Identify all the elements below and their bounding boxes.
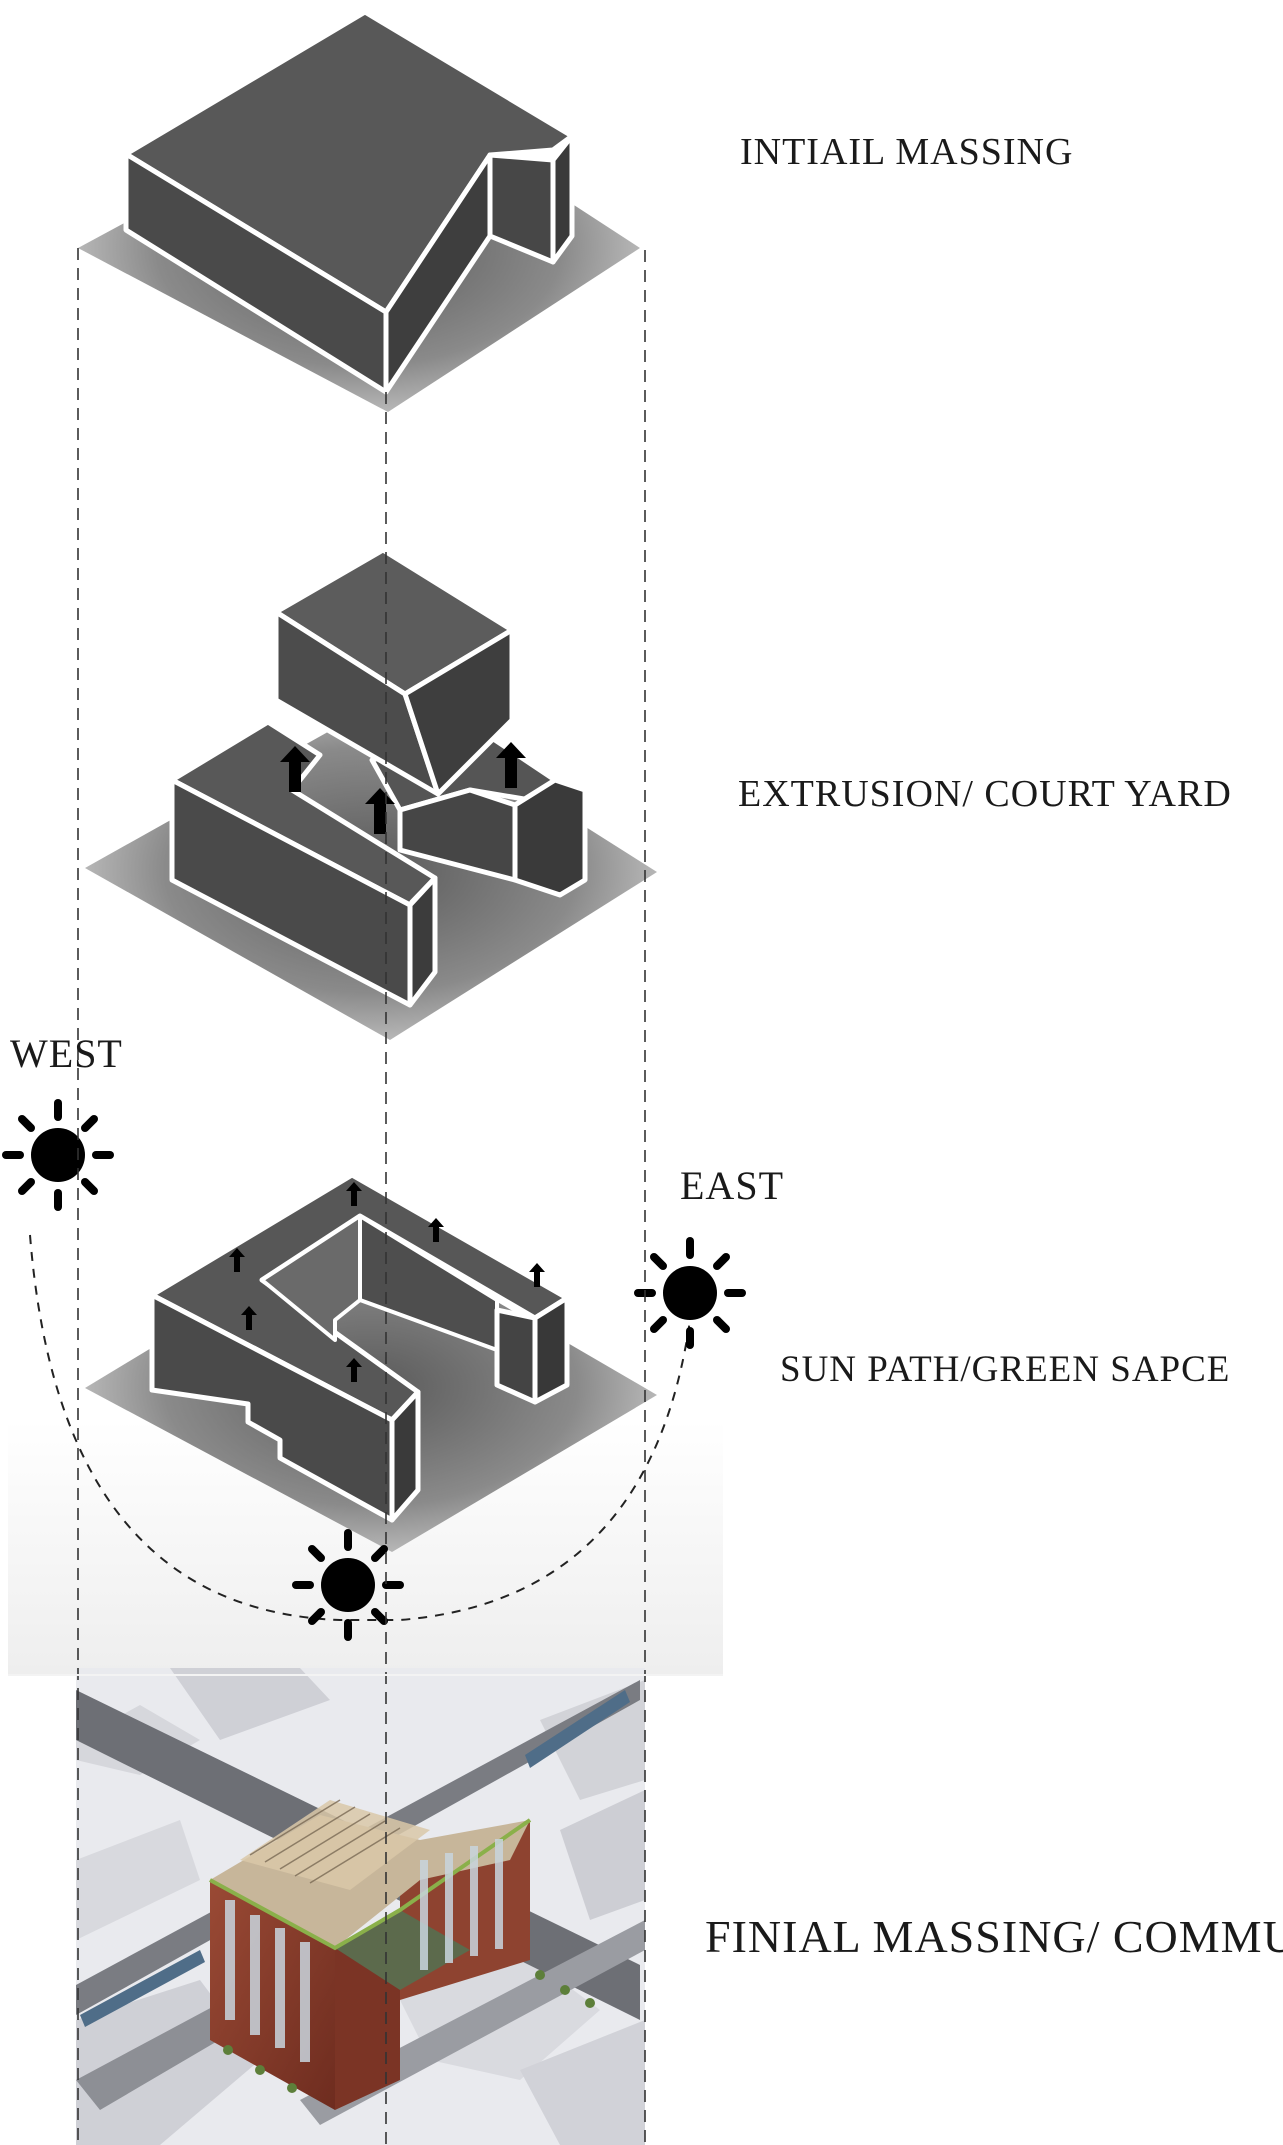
upper-box-right <box>402 627 515 797</box>
city-block <box>76 1820 200 1940</box>
label-initial-massing: INTIAIL MASSING <box>740 131 1074 173</box>
up-arrow-icon <box>346 1182 362 1206</box>
initial-massing-block <box>78 9 640 412</box>
sun-path-block <box>85 1172 657 1552</box>
up-arrow-icon <box>241 1306 257 1330</box>
up-arrow-icon <box>365 788 395 834</box>
label-final-massing: FINIAL MASSING/ COMMUNITY <box>705 1911 1283 1962</box>
label-east: EAST <box>680 1163 784 1208</box>
city-block <box>560 1790 645 1920</box>
up-arrow-icon <box>496 742 526 788</box>
label-west: WEST <box>10 1031 123 1076</box>
up-arrow-icon <box>346 1358 362 1382</box>
lower-right-end <box>512 777 588 898</box>
up-arrow-icon <box>529 1263 545 1287</box>
sun-icon <box>292 1529 404 1641</box>
mass-notch-side <box>550 133 575 265</box>
train <box>525 1690 630 1768</box>
u-right-front <box>494 1307 538 1405</box>
up-arrow-icon <box>229 1248 245 1272</box>
city-block <box>520 2020 645 2145</box>
final-render <box>76 1668 645 2145</box>
extrusion-block <box>85 547 657 1040</box>
u-left-end <box>389 1389 421 1523</box>
sun-path-arc <box>29 1234 691 1621</box>
train <box>80 1950 205 2027</box>
city-block <box>170 1668 330 1740</box>
up-arrow-icon <box>280 746 310 792</box>
green-roof-edge <box>209 1818 532 1951</box>
u-right-end <box>532 1295 570 1405</box>
sun-icon <box>634 1237 746 1349</box>
guide-lines <box>77 248 646 2145</box>
courtyard-inner-wall <box>260 1214 362 1342</box>
sun-icon <box>2 1099 114 1211</box>
label-sun-path: SUN PATH/GREEN SAPCE <box>780 1349 1231 1390</box>
lower-left-end <box>407 875 438 1008</box>
label-extrusion-courtyard: EXTRUSION/ COURT YARD <box>738 773 1232 815</box>
up-arrow-icon <box>428 1218 444 1242</box>
